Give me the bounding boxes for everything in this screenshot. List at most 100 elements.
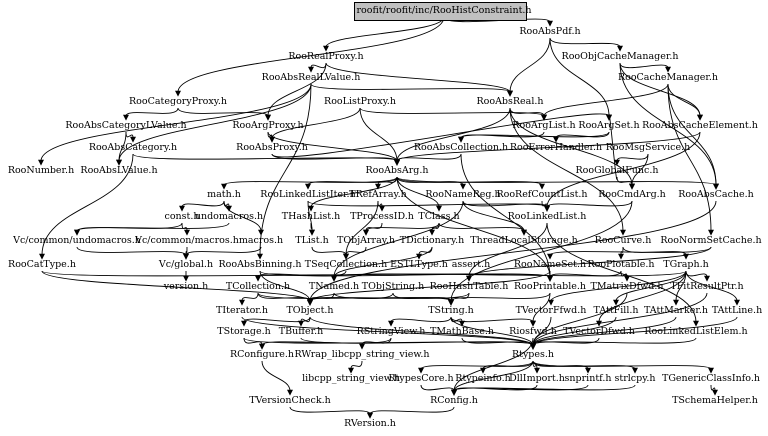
node-roonameset[interactable]: RooNameSet.h [513, 259, 587, 270]
node-titerator[interactable]: TIterator.h [216, 305, 268, 316]
node-roocurve[interactable]: RooCurve.h [594, 235, 652, 246]
node-threadlocalstorage[interactable]: ThreadLocalStorage.h [470, 235, 578, 246]
node-roonamereg[interactable]: RooNameReg.h [425, 189, 501, 200]
node-rwrap[interactable]: RWrap_libcpp_string_view.h [294, 349, 430, 360]
node-roolinkedlistelem[interactable]: RooLinkedListElem.h [644, 326, 748, 337]
node-tseqcollection[interactable]: TSeqCollection.h [304, 259, 388, 270]
node-trefarray[interactable]: TRefArray.h [349, 189, 407, 200]
node-rooabscategory[interactable]: RooAbsCategory.h [88, 142, 178, 153]
node-tmathbase[interactable]: TMathBase.h [430, 326, 494, 337]
node-rtypes[interactable]: Rtypes.h [511, 349, 555, 360]
node-rooabsbinning[interactable]: RooAbsBinning.h [218, 259, 302, 270]
node-roocmdarg[interactable]: RooCmdArg.h [598, 189, 666, 200]
node-rtypeinfo[interactable]: Rtypeinfo.h [455, 373, 511, 384]
node-strlcpy[interactable]: strlcpy.h [614, 373, 656, 384]
node-assert[interactable]: assert.h [451, 259, 491, 270]
node-tlist[interactable]: TList.h [295, 235, 329, 246]
node-tstorage[interactable]: TStorage.h [217, 326, 271, 337]
node-tattline[interactable]: TAttLine.h [711, 305, 763, 316]
node-rooabscollection[interactable]: RooAbsCollection.h [413, 142, 509, 153]
node-rooabscategorylvalue[interactable]: RooAbsCategoryLValue.h [65, 120, 187, 131]
node-tobjstring[interactable]: TObjString.h [361, 281, 425, 292]
node-tschemahelper[interactable]: TSchemaHelper.h [672, 395, 758, 406]
node-tbuffer[interactable]: TBuffer.h [278, 326, 324, 337]
node-rooglobalfunc[interactable]: RooGlobalFunc.h [575, 165, 659, 176]
node-tprocessid[interactable]: TProcessID.h [350, 211, 414, 222]
node-libcpp[interactable]: libcpp_string_view.h [302, 373, 400, 384]
node-rooarglist[interactable]: RooArgList.h [512, 120, 576, 131]
node-rooabsreallvalue[interactable]: RooAbsRealLValue.h [261, 72, 361, 83]
node-undomacros[interactable]: undomacros.h [194, 211, 264, 222]
arrowhead-rooargproxy-to-rooabsproxy [269, 136, 275, 143]
node-thashlist[interactable]: THashList.h [281, 211, 341, 222]
node-riosfwd[interactable]: Riosfwd.h [509, 326, 557, 337]
node-rooabspdf[interactable]: RooAbsPdf.h [519, 26, 581, 37]
node-roolinkedlist[interactable]: RooLinkedList.h [507, 211, 587, 222]
edge-rooabscache-to-tobject [309, 200, 717, 302]
node-tmatrixdfwd[interactable]: TMatrixDfwd.h [590, 281, 664, 292]
node-rooabsproxy[interactable]: RooAbsProxy.h [236, 142, 308, 153]
node-tclass[interactable]: TClass.h [418, 211, 460, 222]
node-tobjarray[interactable]: TObjArray.h [336, 235, 396, 246]
node-rooargproxy[interactable]: RooArgProxy.h [232, 120, 304, 131]
node-rversion[interactable]: RVersion.h [344, 418, 396, 429]
node-roonormsetcache[interactable]: RooNormSetCache.h [660, 235, 762, 246]
node-vcglobal[interactable]: Vc/global.h [158, 259, 214, 270]
node-rooabsreal[interactable]: RooAbsReal.h [476, 96, 544, 107]
node-tstring[interactable]: TString.h [428, 305, 474, 316]
node-roocachemanager[interactable]: RooCacheManager.h [617, 72, 719, 83]
node-tgraph[interactable]: TGraph.h [663, 259, 709, 270]
node-rooabscache[interactable]: RooAbsCache.h [678, 189, 754, 200]
node-rooabscacheelement[interactable]: RooAbsCacheElement.h [642, 120, 758, 131]
node-rconfigure[interactable]: RConfigure.h [229, 349, 295, 360]
node-tversioncheck[interactable]: TVersionCheck.h [249, 395, 331, 406]
node-math[interactable]: math.h [207, 189, 241, 200]
node-vcundomacros[interactable]: Vc/common/undomacros.h [13, 235, 141, 246]
node-const[interactable]: const.h [164, 211, 200, 222]
node-tobject[interactable]: TObject.h [286, 305, 334, 316]
node-rstringview[interactable]: RStringView.h [356, 326, 426, 337]
node-snprintf[interactable]: snprintf.h [564, 373, 612, 384]
node-version[interactable]: version.h [163, 281, 209, 292]
node-rconfig[interactable]: RConfig.h [430, 395, 478, 406]
node-estltype[interactable]: ESTLType.h [390, 259, 448, 270]
node-rooerrorhandler[interactable]: RooErrorHandler.h [509, 142, 603, 153]
node-macros[interactable]: macros.h [238, 235, 284, 246]
edge-roonormsetcache-to-roonameset [549, 246, 712, 256]
node-roomsgservice[interactable]: RooMsgService.h [605, 142, 691, 153]
node-tfitresultptr[interactable]: TFitResultPtr.h [670, 281, 744, 292]
arrowhead-roolinkedlist-to-roolinkedlistelem [693, 320, 699, 327]
node-roorealproxy[interactable]: RooRealProxy.h [288, 51, 364, 62]
node-roocategoryproxy[interactable]: RooCategoryProxy.h [129, 96, 227, 107]
arrowhead-tgraph-to-tvectorffwd [548, 299, 554, 306]
node-roocattype[interactable]: RooCatType.h [8, 259, 76, 270]
node-rooabslvalue[interactable]: RooAbsLValue.h [80, 165, 158, 176]
node-dllimport[interactable]: DllImport.h [509, 373, 565, 384]
node-roolistproxy[interactable]: RooListProxy.h [324, 96, 396, 107]
arrowhead-tgraph-to-tnamed [331, 275, 337, 282]
node-roonumber[interactable]: RooNumber.h [7, 165, 75, 176]
edge-rooprintable-to-riosfwd [532, 292, 551, 323]
arrowhead-roonormsetcache-to-roonameset [547, 253, 553, 260]
arrowhead-rwrap-to-libcpp [348, 367, 354, 374]
node-tvectordfwd[interactable]: TVectorDfwd.h [563, 326, 635, 337]
node-roolinkedlistiter[interactable]: RooLinkedListIter.h [260, 189, 356, 200]
node-tattmarker[interactable]: TAttMarker.h [643, 305, 709, 316]
node-tdictionary[interactable]: TDictionary.h [399, 235, 465, 246]
node-rtypescore[interactable]: RtypesCore.h [388, 373, 454, 384]
node-rooobjcachemanager[interactable]: RooObjCacheManager.h [561, 51, 679, 62]
node-roohashtable[interactable]: RooHashTable.h [429, 281, 509, 292]
node-root[interactable]: roofit/roofit/inc/RooHistConstraint.h [356, 5, 532, 16]
node-rooargset[interactable]: RooArgSet.h [578, 120, 640, 131]
node-rooabsarg[interactable]: RooAbsArg.h [365, 165, 429, 176]
node-vcmacros[interactable]: Vc/common/macros.h [135, 235, 239, 246]
node-tcollection[interactable]: TCollection.h [225, 281, 291, 292]
node-tattfill[interactable]: TAttFill.h [593, 305, 639, 316]
node-rooprintable[interactable]: RooPrintable.h [513, 281, 587, 292]
node-tvectorffwd[interactable]: TVectorFfwd.h [515, 305, 587, 316]
edge-rooabsarg-to-thashlist [310, 176, 398, 208]
node-tnamed[interactable]: TNamed.h [308, 281, 360, 292]
node-tgenericclassinfo[interactable]: TGenericClassInfo.h [662, 373, 760, 384]
node-rooplotable[interactable]: RooPlotable.h [587, 259, 655, 270]
node-roorefcountlist[interactable]: RooRefCountList.h [496, 189, 588, 200]
